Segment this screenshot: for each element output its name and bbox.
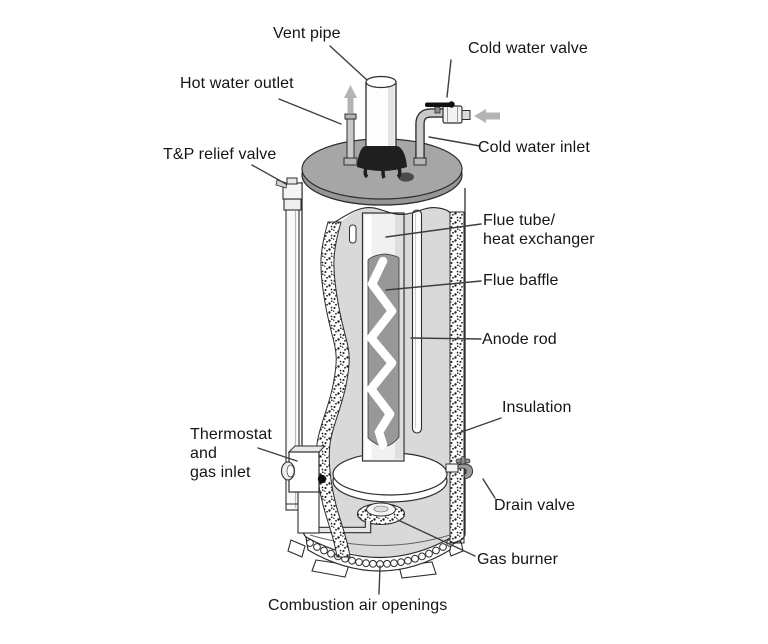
label-insulation: Insulation [502, 399, 572, 416]
label-thermostat-line2: and [190, 445, 217, 462]
label-thermostat-line3: gas inlet [190, 464, 251, 481]
label-vent-pipe: Vent pipe [273, 25, 341, 42]
cold-water-flow-arrow-icon [474, 109, 500, 123]
label-cold-water-valve: Cold water valve [468, 40, 588, 57]
hot-water-flow-arrow-icon [344, 85, 357, 113]
gas-burner [356, 502, 406, 526]
cold-water-inlet-pipe [413, 108, 444, 166]
label-gas-burner: Gas burner [477, 551, 559, 568]
drain-valve-part [445, 456, 474, 480]
label-drain-valve: Drain valve [494, 497, 576, 514]
label-thermostat-gas-inlet: Thermostat and gas inlet [190, 425, 272, 482]
anode-rod [411, 209, 423, 434]
vent-pipe-part [365, 75, 397, 149]
label-tp-relief-valve: T&P relief valve [163, 146, 277, 163]
flue-baffle-zigzag [366, 253, 400, 450]
label-thermostat-line1: Thermostat [190, 426, 272, 443]
tp-relief-valve-part [275, 177, 303, 211]
cutaway-top-edge [331, 206, 451, 225]
label-flue-tube-line2: heat exchanger [483, 231, 595, 248]
insulation-right [449, 211, 465, 544]
thermostat-gas-control [280, 445, 327, 534]
draft-hood [357, 146, 407, 179]
label-hot-water-outlet: Hot water outlet [180, 75, 294, 92]
leader-lines [251, 45, 502, 595]
label-flue-tube: Flue tube/ heat exchanger [483, 211, 595, 249]
label-flue-baffle: Flue baffle [483, 272, 559, 289]
hot-water-outlet-pipe [343, 113, 358, 166]
anode-port [398, 172, 414, 182]
insulation-left [315, 221, 351, 558]
cold-water-valve-part [425, 101, 471, 124]
label-flue-tube-line1: Flue tube/ [483, 212, 556, 229]
label-combustion-air-openings: Combustion air openings [268, 597, 448, 614]
dip-tube [349, 224, 357, 244]
label-anode-rod: Anode rod [482, 331, 557, 348]
label-cold-water-inlet: Cold water inlet [478, 139, 590, 156]
